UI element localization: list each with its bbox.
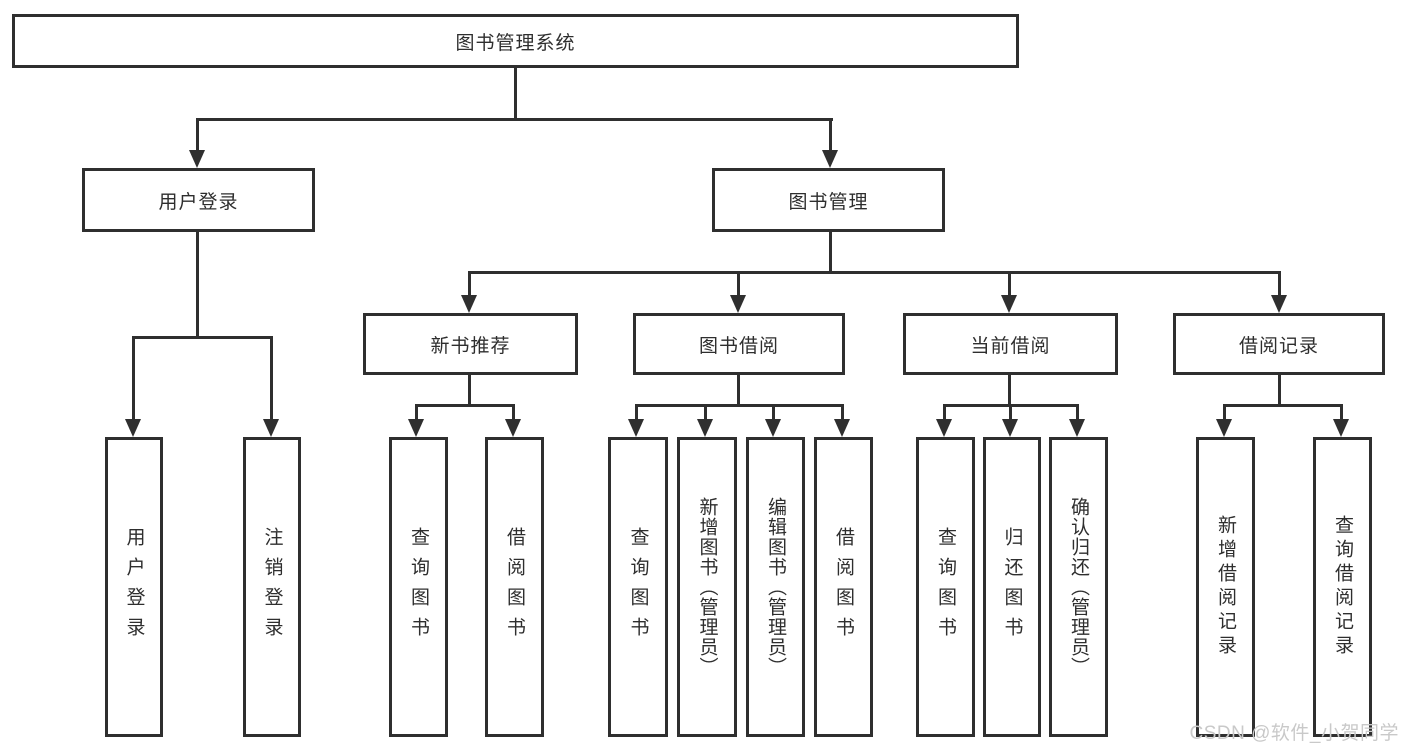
connector-stem-book-borrow <box>737 271 740 297</box>
node-label: 借阅记录 <box>1238 335 1319 357</box>
arrow-down-icon <box>834 419 850 437</box>
node-label: 图书借阅 <box>698 335 779 357</box>
leaf-label: 确认归还（管理员） <box>1068 497 1089 677</box>
connector-level1-hline <box>196 118 833 121</box>
connector-stem-borrow-records <box>1278 271 1281 297</box>
node-current-borrowing: 当前借阅 <box>903 313 1118 375</box>
node-label: 当前借阅 <box>970 335 1051 357</box>
arrow-down-icon <box>1002 419 1018 437</box>
leaf-query-books-current: 查询图书 <box>916 437 975 737</box>
arrow-down-icon <box>1333 419 1349 437</box>
connector-stem-leaf-logout <box>270 336 273 419</box>
leaf-label: 注销登录 <box>261 527 283 647</box>
node-book-management: 图书管理 <box>712 168 945 232</box>
arrow-down-icon <box>125 419 141 437</box>
connector-stem-leaf <box>943 404 946 420</box>
arrow-down-icon <box>263 419 279 437</box>
leaf-label: 查询图书 <box>627 527 649 647</box>
connector-stem-leaf <box>635 404 638 420</box>
arrow-down-icon <box>765 419 781 437</box>
leaf-label: 用户登录 <box>123 527 145 647</box>
connector-stem-leaf <box>1340 404 1343 420</box>
node-user-login: 用户登录 <box>82 168 315 232</box>
connector-level3-hline <box>468 271 1281 274</box>
leaf-label: 查询图书 <box>408 527 429 647</box>
connector-stem-user-login <box>196 118 199 152</box>
connector-root-stem <box>514 67 517 118</box>
node-label: 图书管理系统 <box>455 32 576 54</box>
node-label: 用户登录 <box>158 191 239 213</box>
arrow-down-icon <box>697 419 713 437</box>
leaf-edit-books-admin: 编辑图书（管理员） <box>746 437 805 737</box>
node-new-book-recommendation: 新书推荐 <box>363 313 578 375</box>
connector-book-borrow-hline <box>635 404 844 407</box>
leaf-query-borrow-record: 查询借阅记录 <box>1313 437 1372 737</box>
arrow-down-icon <box>1001 295 1017 313</box>
leaf-label: 新增图书（管理员） <box>696 497 718 677</box>
leaf-label: 查询图书 <box>935 527 956 647</box>
leaf-add-books-admin: 新增图书（管理员） <box>677 437 737 737</box>
leaf-borrow-books-recommend: 借阅图书 <box>485 437 544 737</box>
connector-current-borrow-down <box>1008 375 1011 407</box>
node-label: 图书管理 <box>788 191 869 213</box>
leaf-label: 借阅图书 <box>833 527 854 647</box>
leaf-user-login: 用户登录 <box>105 437 163 737</box>
leaf-label: 新增借阅记录 <box>1215 515 1236 659</box>
connector-stem-leaf-user-login <box>132 336 135 419</box>
node-borrowing-records: 借阅记录 <box>1173 313 1385 375</box>
connector-stem-leaf <box>772 404 775 420</box>
arrow-down-icon <box>1271 295 1287 313</box>
leaf-label: 编辑图书（管理员） <box>765 497 786 677</box>
connector-stem-leaf <box>512 404 515 420</box>
connector-stem-book-mgmt <box>829 118 832 152</box>
connector-stem-leaf <box>415 404 418 420</box>
node-label: 新书推荐 <box>430 335 511 357</box>
connector-stem-current-borrow <box>1008 271 1011 297</box>
arrow-down-icon <box>1069 419 1085 437</box>
connector-stem-leaf <box>841 404 844 420</box>
arrow-down-icon <box>822 150 838 168</box>
arrow-down-icon <box>936 419 952 437</box>
connector-book-mgmt-stem <box>829 232 832 274</box>
connector-borrow-records-down <box>1278 375 1281 407</box>
leaf-label: 查询借阅记录 <box>1332 515 1353 659</box>
node-root-library-system: 图书管理系统 <box>12 14 1019 68</box>
leaf-query-books-recommend: 查询图书 <box>389 437 448 737</box>
connector-borrow-records-hline <box>1223 404 1343 407</box>
arrow-down-icon <box>505 419 521 437</box>
connector-stem-new-book-rec <box>468 271 471 297</box>
connector-book-borrow-down <box>737 375 740 407</box>
arrow-down-icon <box>1216 419 1232 437</box>
leaf-borrow-books: 借阅图书 <box>814 437 873 737</box>
leaf-label: 借阅图书 <box>504 527 525 647</box>
leaf-return-books: 归还图书 <box>983 437 1041 737</box>
connector-stem-leaf <box>1076 404 1079 420</box>
arrow-down-icon <box>730 295 746 313</box>
leaf-add-borrow-record: 新增借阅记录 <box>1196 437 1255 737</box>
arrow-down-icon <box>408 419 424 437</box>
connector-stem-leaf <box>1223 404 1226 420</box>
connector-new-book-rec-down <box>468 375 471 407</box>
leaf-logout: 注销登录 <box>243 437 301 737</box>
connector-stem-leaf <box>704 404 707 420</box>
arrow-down-icon <box>189 150 205 168</box>
arrow-down-icon <box>628 419 644 437</box>
node-book-borrowing: 图书借阅 <box>633 313 845 375</box>
connector-new-book-rec-hline <box>415 404 515 407</box>
connector-user-login-hline <box>133 336 273 339</box>
connector-user-login-stem <box>196 232 199 336</box>
connector-stem-leaf <box>1009 404 1012 420</box>
leaf-query-books-borrowing: 查询图书 <box>608 437 668 737</box>
arrow-down-icon <box>461 295 477 313</box>
leaf-label: 归还图书 <box>1001 527 1023 647</box>
leaf-confirm-return-admin: 确认归还（管理员） <box>1049 437 1108 737</box>
